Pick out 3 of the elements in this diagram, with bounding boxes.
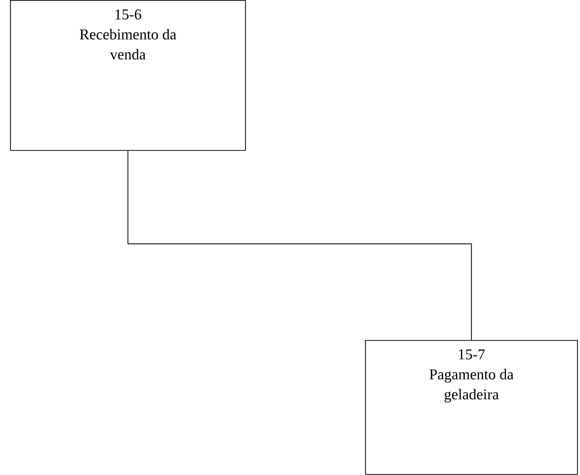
process-box: 15-7 Pagamento da geladeira: [365, 340, 578, 475]
process-box: 15-6 Recebimento da venda: [10, 0, 246, 151]
connector-line: [128, 150, 472, 340]
